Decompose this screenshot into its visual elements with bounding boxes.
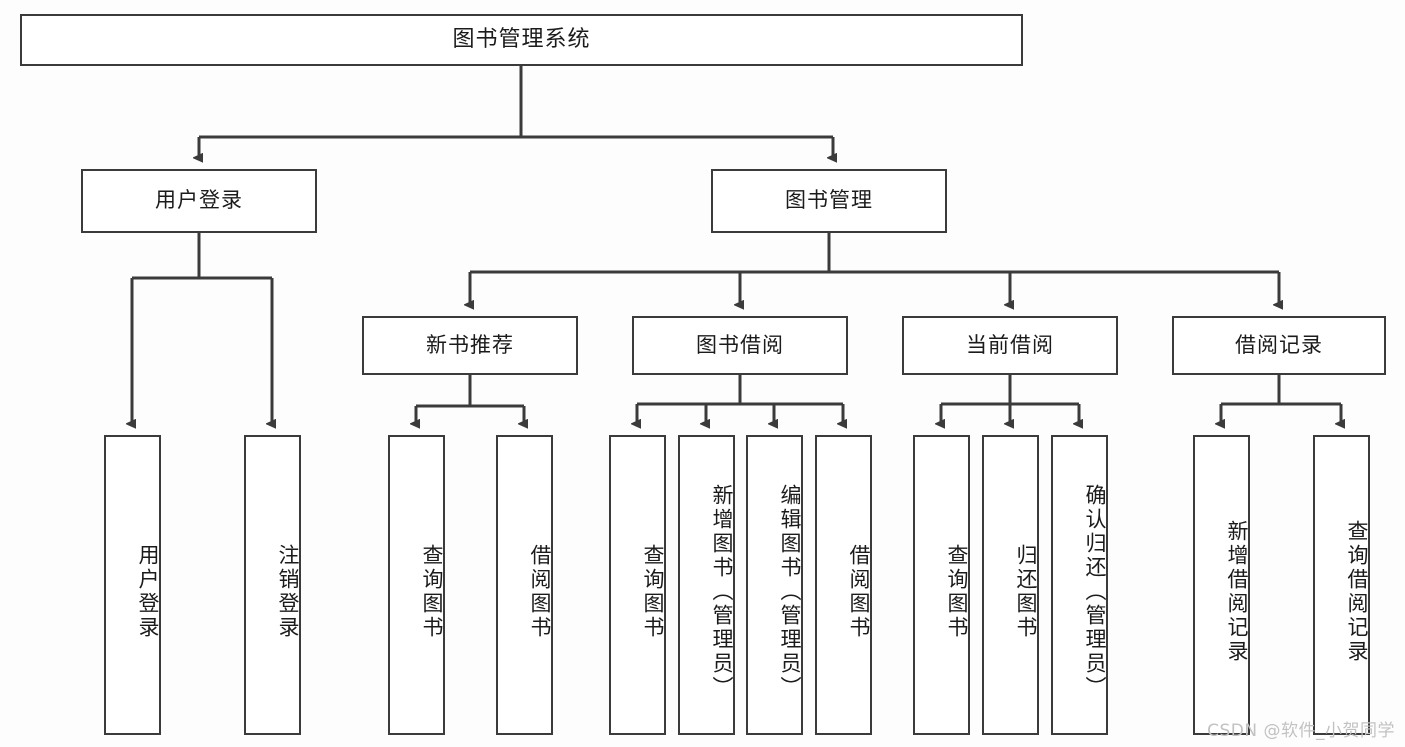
node-label: 查询图书 [945,544,969,640]
node-label: 图书借阅 [696,332,784,357]
node-root-book-management-system[interactable]: 图书管理系统 [20,14,1023,66]
node-label: 查询借阅记录 [1345,520,1369,664]
node-label: 借阅记录 [1235,332,1323,357]
leaf-edit-book-admin[interactable]: 编辑图书（管理员） [746,435,803,735]
node-label: 用户登录 [136,544,160,640]
node-label: 查询图书 [641,544,665,640]
node-label: 新增借阅记录 [1225,520,1249,664]
node-current-borrow[interactable]: 当前借阅 [902,316,1118,375]
node-user-login[interactable]: 用户登录 [81,169,317,233]
node-label: 图书管理 [785,188,873,213]
leaf-add-book-admin[interactable]: 新增图书（管理员） [678,435,735,735]
leaf-query-borrow-record[interactable]: 查询借阅记录 [1313,435,1370,735]
leaf-user-login[interactable]: 用户登录 [104,435,161,735]
node-book-borrow[interactable]: 图书借阅 [632,316,848,375]
node-label: 用户登录 [155,188,243,213]
node-label: 借阅图书 [528,544,552,640]
node-new-book-recommendation[interactable]: 新书推荐 [362,316,578,375]
leaf-query-book-current[interactable]: 查询图书 [913,435,970,735]
node-label: 查询图书 [420,544,444,640]
leaf-confirm-return-admin[interactable]: 确认归还（管理员） [1051,435,1108,735]
node-book-management[interactable]: 图书管理 [711,169,947,233]
node-label: 确认归还（管理员） [1083,484,1107,700]
node-borrow-record[interactable]: 借阅记录 [1172,316,1386,375]
node-label: 归还图书 [1014,544,1038,640]
node-label: 当前借阅 [966,332,1054,357]
leaf-query-book-borrow[interactable]: 查询图书 [609,435,666,735]
leaf-borrow-book[interactable]: 借阅图书 [815,435,872,735]
leaf-borrow-book-new-book[interactable]: 借阅图书 [496,435,553,735]
leaf-add-borrow-record[interactable]: 新增借阅记录 [1193,435,1250,735]
watermark-credit: CSDN @软件_小贺同学 [1207,721,1395,741]
node-label: 注销登录 [276,544,300,640]
leaf-return-book[interactable]: 归还图书 [982,435,1039,735]
leaf-logout[interactable]: 注销登录 [244,435,301,735]
node-label: 新增图书（管理员） [710,484,734,700]
node-label: 新书推荐 [426,332,514,357]
node-label: 编辑图书（管理员） [778,484,802,700]
node-label: 借阅图书 [847,544,871,640]
node-label: 图书管理系统 [452,26,591,52]
leaf-query-book-new-book[interactable]: 查询图书 [388,435,445,735]
